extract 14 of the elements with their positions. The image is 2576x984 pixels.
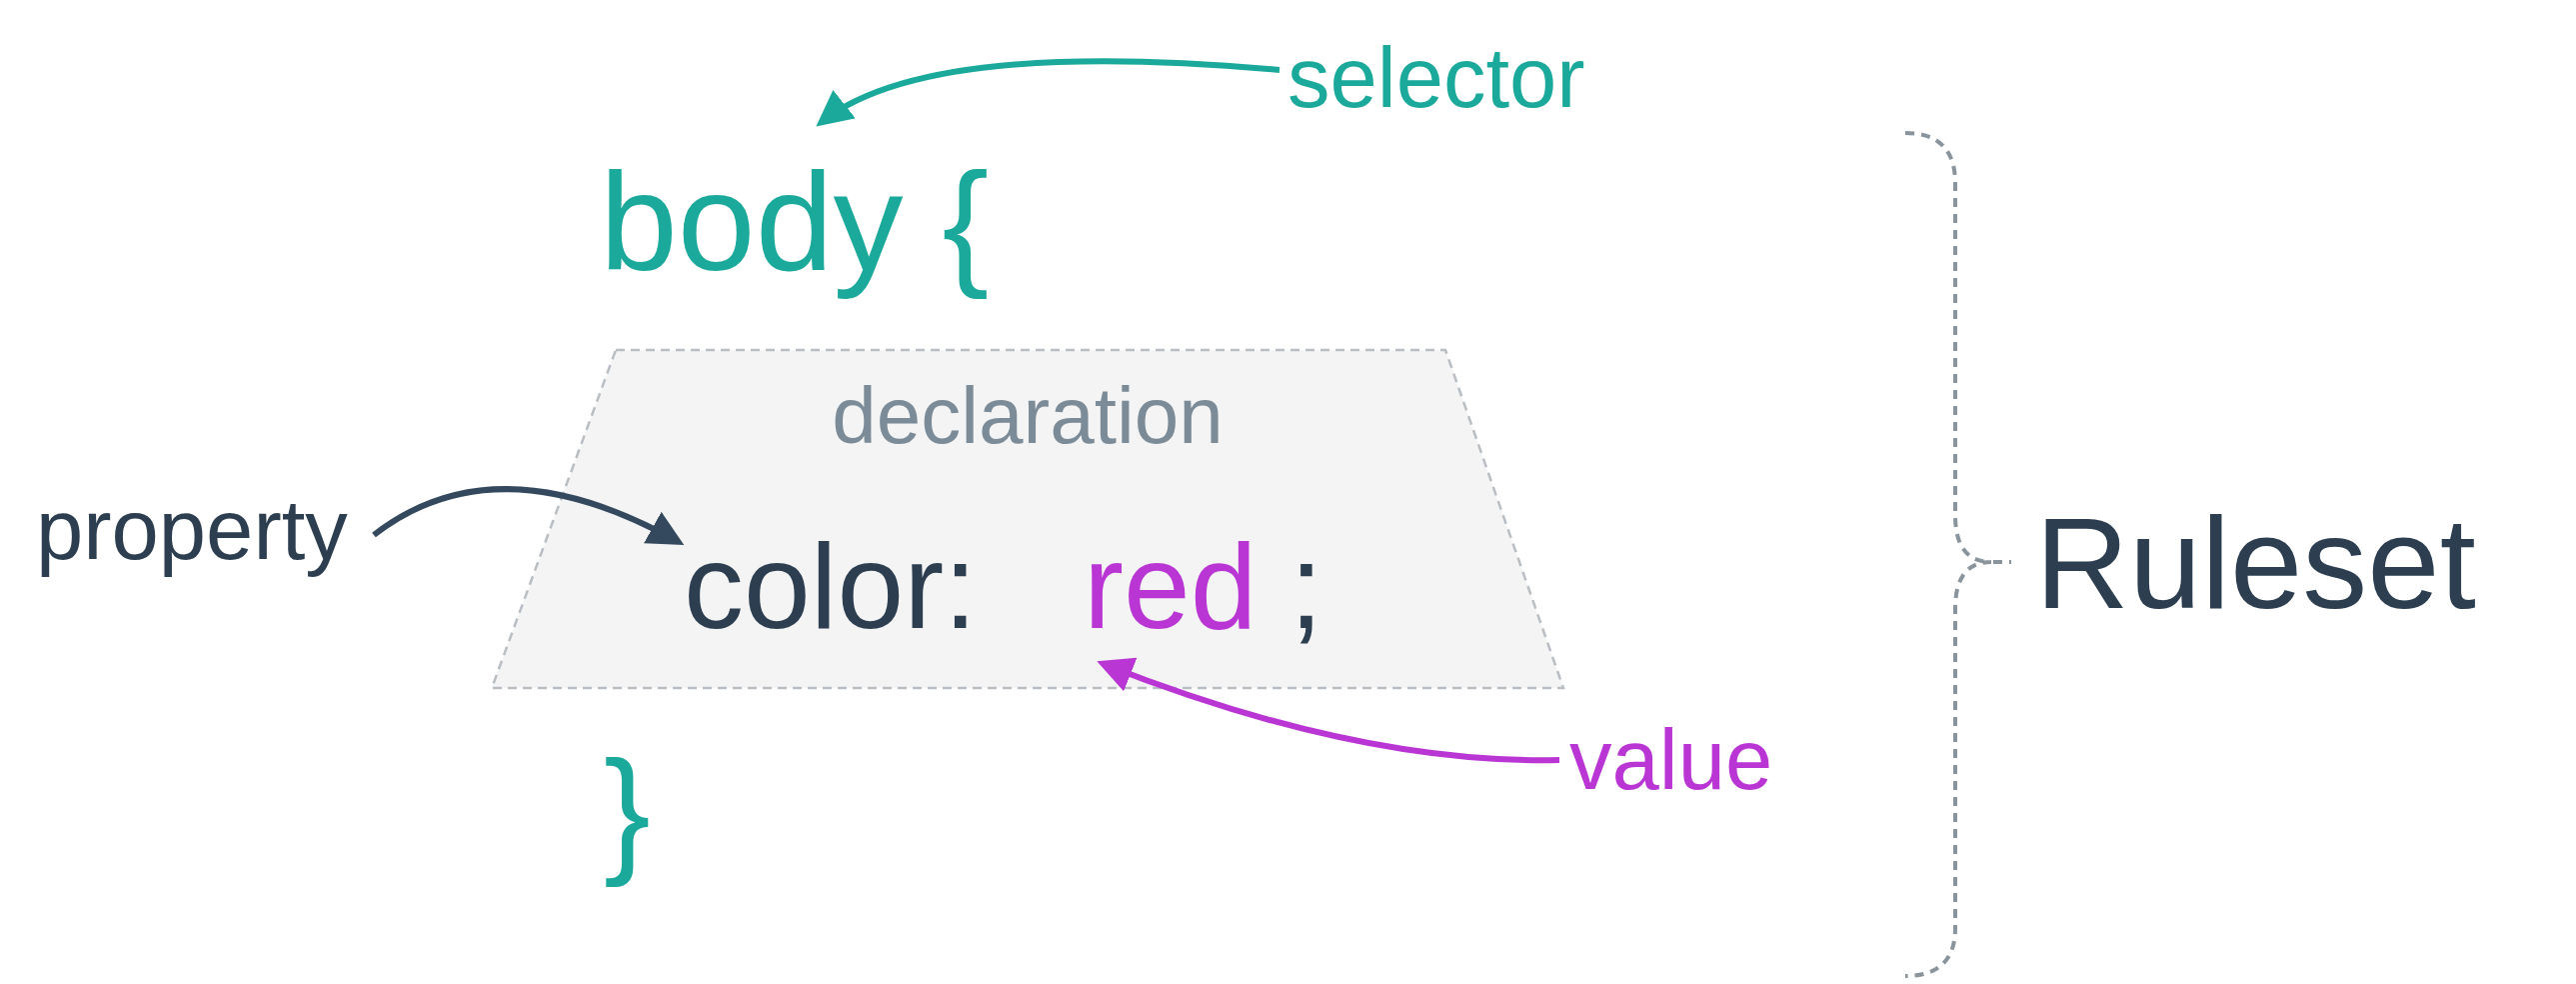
curved-arrow: [816, 58, 1281, 127]
selector-code: body {: [600, 122, 1000, 322]
declaration-trapezoid: [490, 348, 1565, 690]
value-label: value: [1569, 710, 1789, 810]
property-code: color:: [684, 512, 970, 660]
selector-label: selector: [1288, 28, 1597, 128]
value-code: red: [1084, 512, 1262, 660]
curved-arrow: [1097, 657, 1559, 764]
semicolon: ;: [1289, 518, 1323, 655]
ruleset-label: Ruleset: [2035, 489, 2476, 638]
curved-arrow: [372, 486, 685, 545]
closing-brace: }: [604, 730, 651, 890]
declaration-heading: declaration: [831, 370, 1225, 462]
property-label: property: [36, 480, 366, 580]
